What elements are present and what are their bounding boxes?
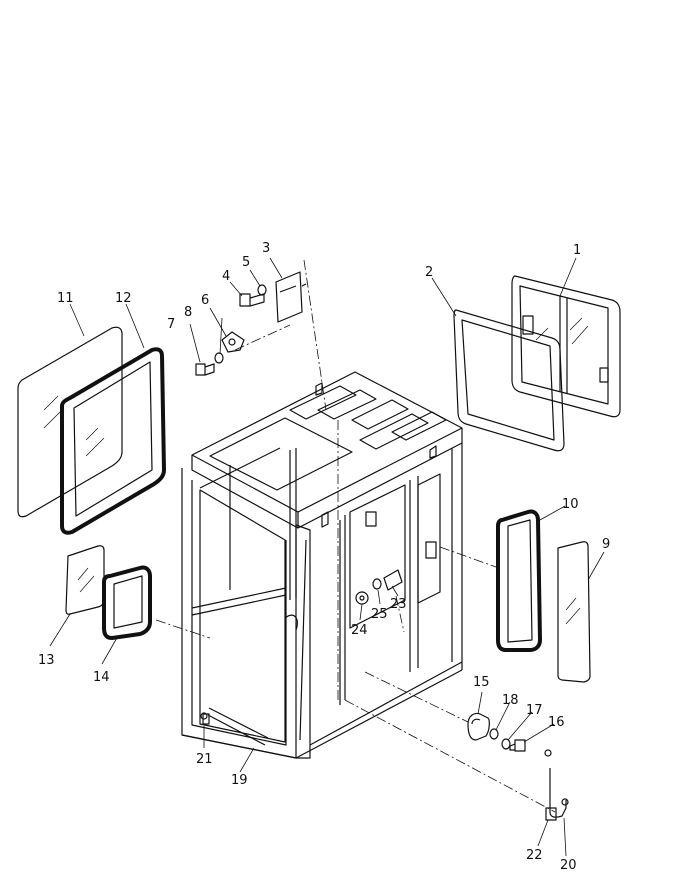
part-2-window-seal bbox=[453, 309, 565, 452]
callout-13: 13 bbox=[38, 653, 55, 668]
part-13-glass bbox=[65, 545, 105, 615]
callout-19: 19 bbox=[231, 773, 248, 788]
callout-23: 23 bbox=[390, 597, 407, 612]
part-15-cover bbox=[467, 712, 490, 741]
callout-11: 11 bbox=[57, 291, 74, 306]
callout-16: 16 bbox=[548, 715, 565, 730]
callout-24: 24 bbox=[351, 623, 368, 638]
part-12-window-seal bbox=[60, 347, 166, 535]
callout-22: 22 bbox=[526, 848, 543, 863]
callout-21: 21 bbox=[196, 752, 213, 767]
part-22-pin bbox=[545, 807, 557, 821]
callout-25: 25 bbox=[371, 607, 388, 622]
callout-18: 18 bbox=[502, 693, 519, 708]
part-1-sliding-window bbox=[511, 275, 621, 418]
part-10-window-seal bbox=[496, 509, 542, 652]
callout-9: 9 bbox=[602, 537, 610, 552]
part-20-wire bbox=[544, 749, 569, 818]
callout-5: 5 bbox=[242, 255, 250, 270]
leader-lines bbox=[49, 257, 605, 857]
part-11-glass bbox=[17, 326, 123, 518]
part-14-window-seal bbox=[102, 565, 152, 640]
part-4-bolt bbox=[239, 293, 265, 307]
part-3-bracket bbox=[275, 271, 307, 323]
part-9-glass bbox=[557, 541, 591, 683]
part-6-clip bbox=[221, 331, 245, 353]
part-18-washer bbox=[489, 728, 499, 740]
callout-20: 20 bbox=[560, 858, 577, 873]
callout-1: 1 bbox=[573, 243, 581, 258]
callout-labels: 1 2 3 4 5 6 7 8 9 10 11 12 13 14 15 16 1… bbox=[38, 241, 610, 873]
callout-12: 12 bbox=[115, 291, 132, 306]
part-7-bolt bbox=[195, 363, 215, 376]
part-25-washer bbox=[372, 578, 382, 590]
callout-14: 14 bbox=[93, 670, 110, 685]
part-5-washer bbox=[257, 284, 267, 296]
part-24-bolt bbox=[355, 591, 369, 605]
callout-4: 4 bbox=[222, 269, 230, 284]
callout-3: 3 bbox=[262, 241, 270, 256]
part-16-bolt bbox=[509, 739, 526, 752]
callout-15: 15 bbox=[473, 675, 490, 690]
callout-6: 6 bbox=[201, 293, 209, 308]
part-17-washer bbox=[501, 738, 511, 750]
part-23-bracket bbox=[383, 569, 403, 591]
cab-frame bbox=[181, 371, 463, 759]
assembly-centerlines bbox=[155, 259, 556, 813]
part-21-fastener bbox=[202, 713, 210, 725]
callout-2: 2 bbox=[425, 265, 433, 280]
part-8-washer bbox=[214, 352, 224, 364]
callout-7: 7 bbox=[167, 317, 175, 332]
callout-8: 8 bbox=[184, 305, 192, 320]
callout-10: 10 bbox=[562, 497, 579, 512]
callout-17: 17 bbox=[526, 703, 543, 718]
